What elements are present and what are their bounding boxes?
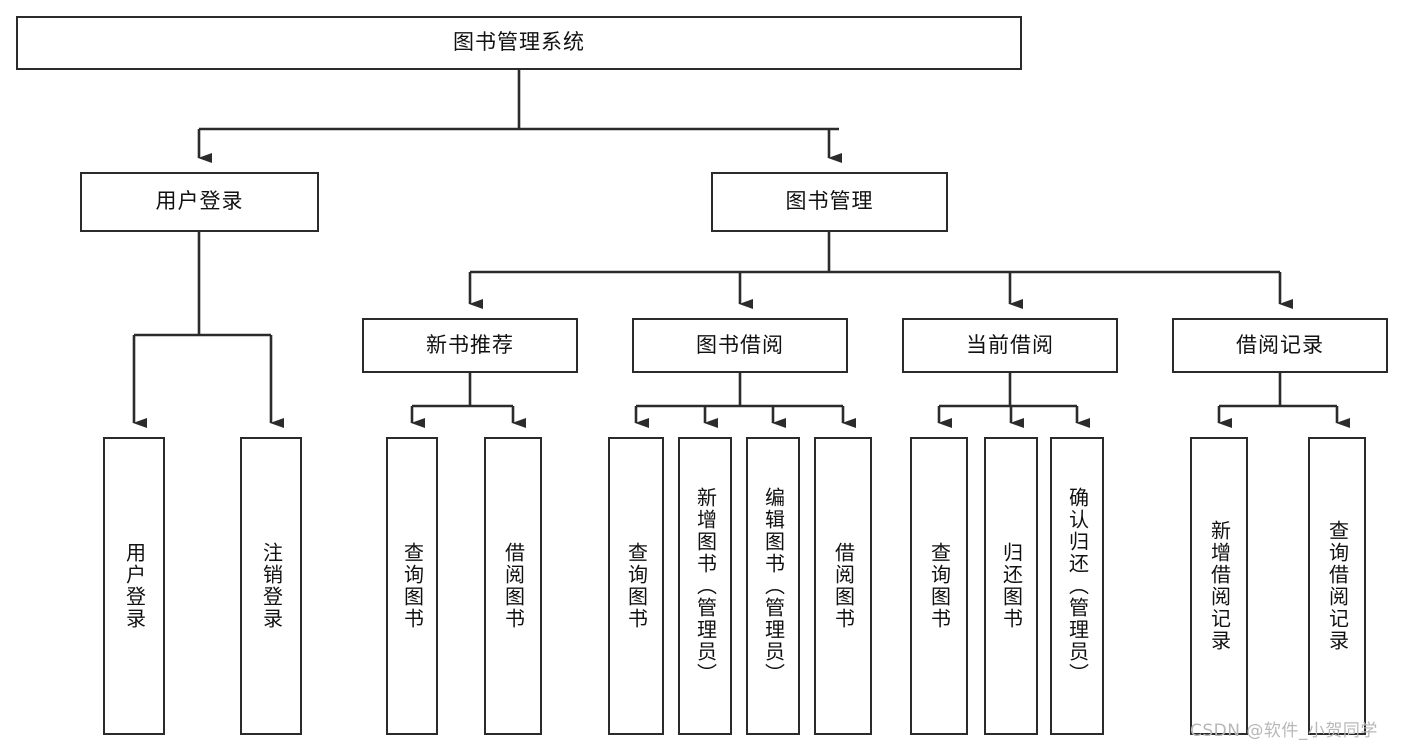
node-borrow-record-label: 借阅记录 (1236, 332, 1324, 357)
node-leaf-logout[interactable]: 注销登录 (240, 437, 302, 735)
node-new-book-rec[interactable]: 新书推荐 (362, 318, 578, 373)
node-book-borrow[interactable]: 图书借阅 (632, 318, 848, 373)
node-leaf-query-record-label: 查询借阅记录 (1325, 520, 1350, 652)
csdn-watermark: CSDN @软件_小贺同学 (1190, 721, 1378, 741)
node-leaf-query-book-3-label: 查询图书 (927, 542, 952, 630)
node-leaf-add-book[interactable]: 新增图书（管理员） (678, 437, 732, 735)
node-leaf-return-book[interactable]: 归还图书 (984, 437, 1038, 735)
node-leaf-confirm-return[interactable]: 确认归还（管理员） (1050, 437, 1104, 735)
node-leaf-user-login-label: 用户登录 (122, 542, 147, 630)
node-user-login-label: 用户登录 (155, 189, 244, 214)
node-leaf-add-record-label: 新增借阅记录 (1207, 520, 1232, 652)
node-leaf-borrow-book-2[interactable]: 借阅图书 (814, 437, 872, 735)
node-root[interactable]: 图书管理系统 (16, 16, 1022, 70)
node-leaf-edit-book-label: 编辑图书（管理员） (761, 487, 786, 685)
node-new-book-rec-label: 新书推荐 (426, 332, 514, 357)
node-root-label: 图书管理系统 (453, 30, 585, 55)
node-leaf-query-record[interactable]: 查询借阅记录 (1308, 437, 1366, 735)
node-borrow-record[interactable]: 借阅记录 (1172, 318, 1388, 373)
node-leaf-query-book-1[interactable]: 查询图书 (386, 437, 438, 735)
node-leaf-confirm-return-label: 确认归还（管理员） (1065, 487, 1090, 685)
node-leaf-add-book-label: 新增图书（管理员） (693, 487, 718, 685)
node-leaf-borrow-book-1[interactable]: 借阅图书 (484, 437, 542, 735)
node-leaf-query-book-2-label: 查询图书 (624, 542, 649, 630)
node-leaf-query-book-2[interactable]: 查询图书 (608, 437, 664, 735)
node-user-login[interactable]: 用户登录 (80, 172, 319, 232)
node-leaf-add-record[interactable]: 新增借阅记录 (1190, 437, 1248, 735)
node-leaf-query-book-1-label: 查询图书 (400, 542, 425, 630)
node-leaf-borrow-book-2-label: 借阅图书 (831, 542, 856, 630)
node-leaf-query-book-3[interactable]: 查询图书 (910, 437, 968, 735)
node-leaf-borrow-book-1-label: 借阅图书 (501, 542, 526, 630)
node-book-manage-label: 图书管理 (785, 189, 874, 214)
node-book-manage[interactable]: 图书管理 (711, 172, 948, 232)
node-book-borrow-label: 图书借阅 (696, 332, 784, 357)
node-leaf-return-book-label: 归还图书 (999, 542, 1024, 630)
node-current-borrow[interactable]: 当前借阅 (902, 318, 1118, 373)
node-leaf-edit-book[interactable]: 编辑图书（管理员） (746, 437, 800, 735)
node-leaf-logout-label: 注销登录 (259, 542, 284, 630)
node-leaf-user-login[interactable]: 用户登录 (103, 437, 165, 735)
node-current-borrow-label: 当前借阅 (966, 332, 1054, 357)
